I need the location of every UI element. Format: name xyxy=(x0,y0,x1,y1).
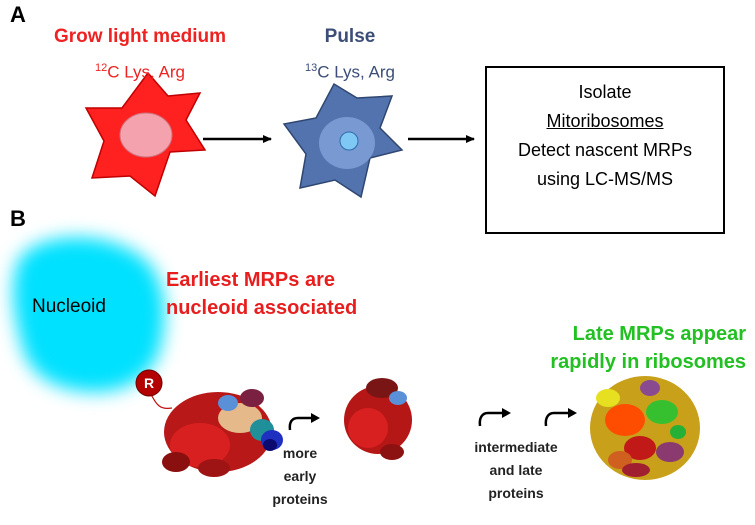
pulse-cell xyxy=(282,82,404,199)
step-arrow-2 xyxy=(478,408,511,427)
box-line-detect: Detect nascent MRPs xyxy=(517,140,693,160)
isolate-detect-box: Isolate Mitoribosomes Detect nascent MRP… xyxy=(485,66,725,234)
ribosome-marker-label: R xyxy=(143,375,155,391)
light-medium-cell xyxy=(84,71,207,198)
box-line-method: using LC-MS/MS xyxy=(536,169,674,189)
nucleoid-cloud xyxy=(13,237,165,392)
ribosome-structure-early xyxy=(162,389,283,477)
box-line-isolate: Isolate xyxy=(578,82,632,102)
ribosome-marker xyxy=(135,369,163,397)
panel-a-label: A xyxy=(10,2,26,27)
late-mrps-heading: Late MRPs appear rapidly in ribosomes xyxy=(550,323,746,373)
ribosome-structure-late xyxy=(590,376,700,480)
pulse-title: Pulse xyxy=(324,26,376,47)
step-arrow-3 xyxy=(544,408,577,427)
intermediate-late-proteins-label: intermediate and late proteins xyxy=(474,439,558,501)
ribosome-structure-middle xyxy=(344,378,412,460)
grow-light-medium-title: Grow light medium xyxy=(53,26,227,47)
box-line-mitoribosomes: Mitoribosomes xyxy=(546,111,664,131)
early-mrps-heading: Earliest MRPs are nucleoid associated xyxy=(166,269,358,319)
heavy-isotope-label: 13C Lys, Arg xyxy=(304,62,396,82)
more-early-proteins-label: more early proteins xyxy=(272,445,328,507)
nucleoid-label: Nucleoid xyxy=(32,296,106,317)
step-arrow-1 xyxy=(288,413,320,431)
panel-b-label: B xyxy=(10,206,26,231)
light-isotope-label: 12C Lys, Arg xyxy=(94,62,186,82)
